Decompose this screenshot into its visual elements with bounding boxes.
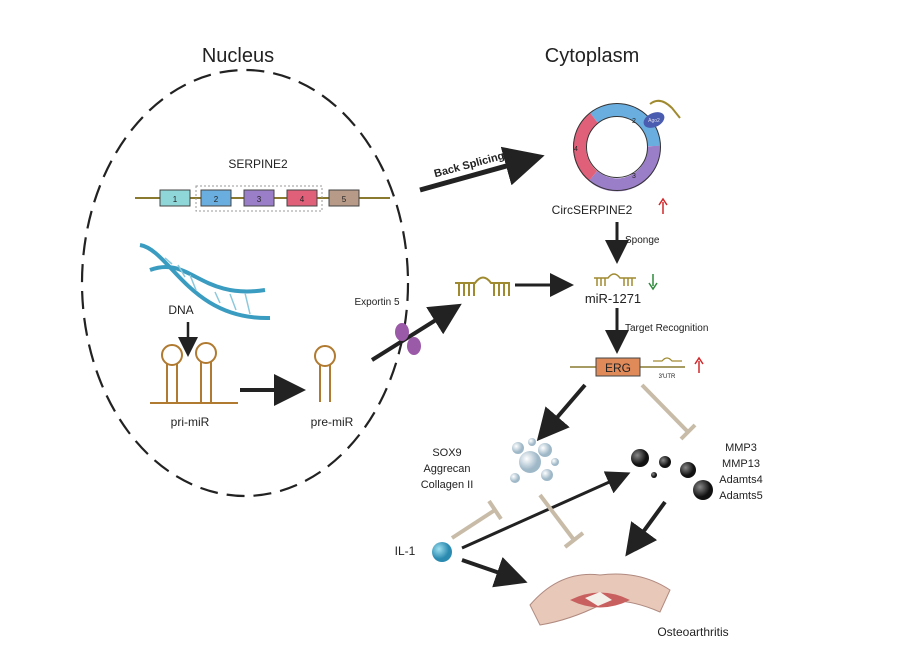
ring-outline (573, 103, 661, 191)
mir-1271-icon (594, 273, 636, 286)
circ-seg-2: 2 (632, 118, 636, 125)
exportin-protein-icon (395, 323, 421, 355)
inhibit-il1-to-anabolic (450, 499, 503, 540)
mir-down-arrow-icon (648, 274, 658, 291)
il1-label: IL-1 (395, 544, 416, 558)
exon-label: 2 (214, 195, 219, 204)
circ-seg-3: 3 (632, 173, 636, 180)
catabolic-marker: MMP3 (725, 442, 757, 454)
bound-mirna-icon (649, 99, 681, 119)
catabolic-marker: Adamts5 (719, 490, 762, 502)
exon-label: 3 (257, 195, 262, 204)
mirna-duplex-icon (455, 276, 510, 296)
erg-bound-mirna-icon (653, 357, 682, 362)
exon-box (159, 189, 191, 207)
exon-box (200, 189, 232, 207)
catabolic-marker: Adamts4 (719, 474, 762, 486)
osteoarthritis-label: Osteoarthritis (657, 625, 728, 639)
arrow-erg-to-anabolic (536, 383, 587, 442)
ring-inline (586, 116, 648, 178)
exon-box (243, 189, 275, 207)
dna-rungs (164, 257, 251, 315)
gene-name: SERPINE2 (228, 157, 288, 171)
circ-name: CircSERPINE2 (552, 203, 633, 217)
arrow-catabolic-to-oa (625, 500, 667, 557)
exon-label: 5 (342, 195, 347, 204)
erg-box (595, 357, 641, 377)
pre-mir-label: pre-miR (311, 415, 354, 429)
exon-label: 1 (173, 195, 178, 204)
inhibit-erg-to-catabolic (640, 383, 697, 441)
sponge-label: Sponge (625, 235, 660, 246)
circ-exon-box (195, 185, 323, 212)
circ-serpine2-ring (572, 103, 661, 192)
erg-up-arrow-icon (694, 356, 704, 373)
anabolic-marker: Aggrecan (423, 463, 470, 475)
cytoplasm-title: Cytoplasm (545, 45, 639, 67)
inhibit-anabolic-to-oa (538, 493, 585, 549)
osteoarthritis-joint-icon (529, 573, 671, 626)
erg-label: ERG (605, 361, 631, 375)
utr-label: 3'UTR (659, 374, 676, 380)
arrow-export (370, 303, 462, 362)
circ-up-arrow-icon (658, 197, 668, 214)
exportin-label: Exportin 5 (354, 297, 399, 308)
pri-mir-label: pri-miR (171, 415, 210, 429)
arrow-il1-to-oa (461, 557, 528, 588)
catabolic-marker: MMP13 (722, 458, 760, 470)
mir-label: miR-1271 (585, 291, 641, 306)
target-recognition-label: Target Recognition (625, 323, 708, 334)
il1-cluster-icon (432, 542, 452, 562)
nucleus-title: Nucleus (202, 45, 274, 67)
arrow-il1-to-catabolic (461, 471, 631, 550)
exons: 1 2 3 4 5 (159, 189, 360, 207)
ago2-protein-icon (643, 112, 665, 128)
catabolic-spheres-icon (631, 449, 713, 500)
arrow-back-splicing (419, 146, 545, 193)
pri-mir-hairpins (150, 342, 238, 404)
exon-label: 4 (300, 195, 305, 204)
exon-box (286, 189, 318, 207)
exon-box (328, 189, 360, 207)
dna-icon (139, 243, 271, 321)
circ-seg-4: 4 (574, 146, 578, 153)
nucleus-boundary (80, 68, 410, 498)
dna-label: DNA (168, 303, 193, 317)
anabolic-bubbles-icon (510, 438, 559, 483)
ago2-label: Ago2 (648, 118, 660, 124)
pre-mir-hairpin (314, 345, 336, 402)
anabolic-marker: Collagen II (421, 479, 474, 491)
anabolic-marker: SOX9 (432, 447, 461, 459)
